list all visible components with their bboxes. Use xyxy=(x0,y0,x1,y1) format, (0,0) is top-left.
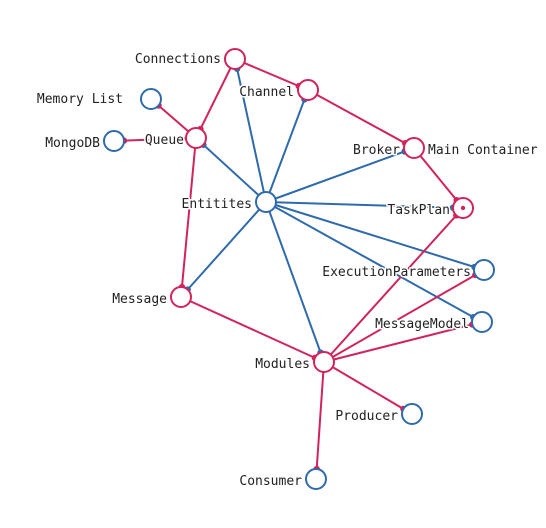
node-main-container[interactable] xyxy=(403,137,425,159)
node-label-broker: Broker xyxy=(353,143,400,158)
edge-connections-queue xyxy=(195,58,236,139)
edge-entitites-taskplan xyxy=(265,201,464,209)
node-consumer[interactable] xyxy=(305,468,327,490)
node-channel[interactable] xyxy=(297,79,319,101)
edge-message-modules xyxy=(180,296,325,363)
node-label-entitites: Entitites xyxy=(182,197,252,212)
edge-channel-main-container xyxy=(307,89,415,149)
node-executionparameters[interactable] xyxy=(473,259,495,281)
edge-entitites-executionparameters xyxy=(265,201,485,271)
edge-entitites-channel xyxy=(265,89,309,203)
edge-entitites-connections xyxy=(234,58,267,203)
node-label-taskplan: TaskPlan xyxy=(387,203,450,218)
node-producer[interactable] xyxy=(401,403,423,425)
node-label-messagemodel: MessageModel xyxy=(375,317,469,332)
edge-queue-message xyxy=(180,137,197,298)
node-modules[interactable] xyxy=(313,351,335,373)
nodes-layer xyxy=(103,48,495,490)
node-entitites[interactable] xyxy=(255,191,277,213)
node-label-channel: Channel xyxy=(239,85,294,100)
node-message[interactable] xyxy=(170,286,192,308)
edge-modules-messagemodel xyxy=(323,321,483,363)
node-label-mongodb: MongoDB xyxy=(45,136,100,151)
edge-modules-producer xyxy=(323,361,413,415)
edge-entitites-message xyxy=(180,201,267,298)
edge-connections-channel xyxy=(234,58,309,91)
node-mongodb[interactable] xyxy=(103,130,125,152)
node-label-executionparameters: ExecutionParameters xyxy=(322,265,471,280)
node-memory-list[interactable] xyxy=(140,88,162,110)
node-label-producer: Producer xyxy=(335,409,398,424)
edge-entitites-modules xyxy=(265,201,325,363)
node-label-consumer: Consumer xyxy=(239,474,302,489)
node-label-message: Message xyxy=(112,292,167,307)
node-messagemodel[interactable] xyxy=(471,311,493,333)
node-label-queue: Queue xyxy=(145,133,184,148)
node-label-main-container: Main Container xyxy=(428,143,538,158)
edge-entitites-queue xyxy=(195,137,267,203)
node-taskplan-center-dot xyxy=(460,205,466,211)
edge-modules-taskplan xyxy=(323,207,464,363)
edge-queue-mongodb xyxy=(113,137,197,142)
node-connections[interactable] xyxy=(224,48,246,70)
node-label-memory-list: Memory List xyxy=(37,92,123,107)
node-label-connections: Connections xyxy=(135,52,221,67)
edge-modules-consumer xyxy=(315,361,325,480)
node-queue[interactable] xyxy=(185,127,207,149)
edge-modules-executionparameters xyxy=(323,269,485,363)
edge-entitites-messagemodel xyxy=(265,201,483,323)
node-label-modules: Modules xyxy=(255,357,310,372)
edge-entitites-broker xyxy=(265,147,415,203)
